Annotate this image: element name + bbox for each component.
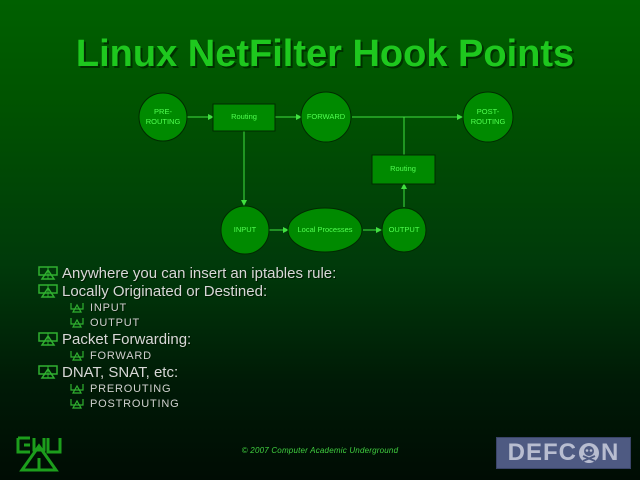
node-routing-1 xyxy=(212,103,276,132)
network-subbullet-icon xyxy=(70,318,84,328)
defcon-text-start: DEFC xyxy=(507,439,577,466)
sub-bullet-text: PREROUTING xyxy=(90,382,172,395)
label-routing-2: Routing xyxy=(390,164,416,173)
bullet-text: Locally Originated or Destined: xyxy=(62,282,268,300)
slide-title: Linux NetFilter Hook Points xyxy=(75,33,575,75)
sub-bullet-item: PREROUTING xyxy=(70,381,336,396)
sub-bullet-item: FORWARD xyxy=(70,348,336,363)
network-bullet-icon xyxy=(38,266,58,280)
bullet-item: Locally Originated or Destined: xyxy=(38,282,336,300)
node-postrouting xyxy=(462,91,514,143)
network-subbullet-icon xyxy=(70,384,84,394)
node-routing-2 xyxy=(371,154,436,185)
node-forward xyxy=(300,91,352,143)
node-prerouting xyxy=(138,92,188,142)
label-prerouting-1: PRE- xyxy=(154,107,172,116)
copyright-footer: © 2007 Computer Academic Underground xyxy=(241,446,399,455)
label-forward: FORWARD xyxy=(307,112,346,121)
node-output xyxy=(381,207,427,253)
sub-bullet-text: FORWARD xyxy=(90,349,152,362)
label-input: INPUT xyxy=(234,225,257,234)
cau-logo-icon xyxy=(16,436,62,472)
sub-bullet-text: POSTROUTING xyxy=(90,397,180,410)
network-subbullet-icon xyxy=(70,303,84,313)
sub-bullet-item: INPUT xyxy=(70,300,336,315)
bullet-text: Packet Forwarding: xyxy=(62,330,192,348)
defcon-text-end: N xyxy=(601,439,620,466)
sub-bullet-text: INPUT xyxy=(90,301,127,314)
label-postrouting-2: ROUTING xyxy=(471,117,506,126)
skull-crossbones-icon xyxy=(579,443,599,463)
bullet-item: Anywhere you can insert an iptables rule… xyxy=(38,264,336,282)
bullet-item: Packet Forwarding: xyxy=(38,330,336,348)
bullet-text: DNAT, SNAT, etc: xyxy=(62,363,179,381)
node-input xyxy=(220,205,270,255)
network-bullet-icon xyxy=(38,284,58,298)
defcon-logo: DEFC N xyxy=(496,437,631,469)
sub-bullet-item: POSTROUTING xyxy=(70,396,336,411)
label-routing-1: Routing xyxy=(231,112,257,121)
label-output: OUTPUT xyxy=(389,225,420,234)
sub-bullet-text: OUTPUT xyxy=(90,316,141,329)
network-subbullet-icon xyxy=(70,351,84,361)
node-local-processes xyxy=(287,207,363,253)
label-postrouting-1: POST- xyxy=(477,107,500,116)
network-subbullet-icon xyxy=(70,399,84,409)
label-prerouting-2: ROUTING xyxy=(146,117,181,126)
label-local-processes: Local Processes xyxy=(297,225,352,234)
bullet-text: Anywhere you can insert an iptables rule… xyxy=(62,264,337,282)
network-bullet-icon xyxy=(38,365,58,379)
bullet-list: Anywhere you can insert an iptables rule… xyxy=(38,264,336,411)
network-bullet-icon xyxy=(38,332,58,346)
sub-bullet-item: OUTPUT xyxy=(70,315,336,330)
bullet-item: DNAT, SNAT, etc: xyxy=(38,363,336,381)
